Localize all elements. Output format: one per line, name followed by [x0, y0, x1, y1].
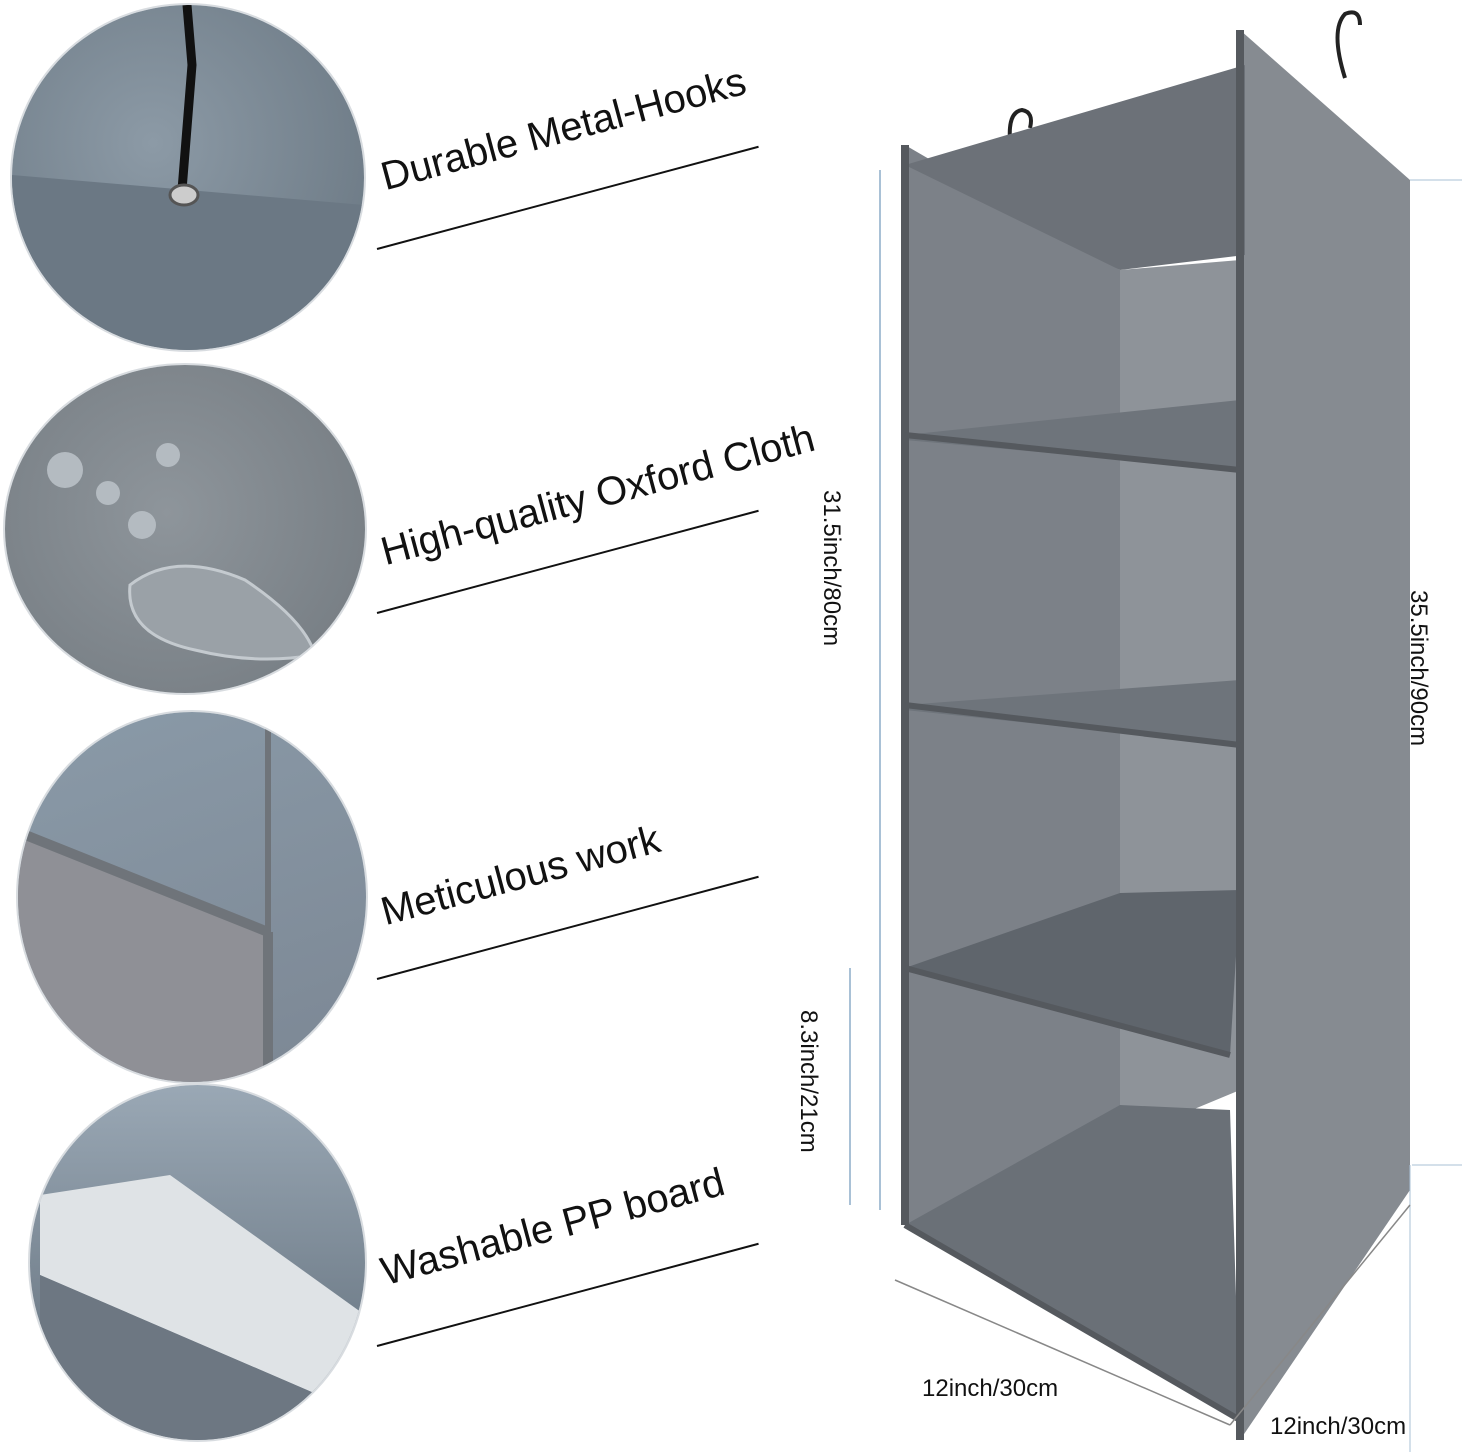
depth-label: 12inch/30cm — [1270, 1413, 1407, 1440]
feature-label: High-quality Oxford Cloth — [376, 415, 820, 575]
width-label: 12inch/30cm — [922, 1375, 1059, 1402]
pp-board-closeup — [30, 1085, 365, 1440]
total-height-label: 35.5inch/90cm — [1405, 590, 1432, 747]
metal-hook-closeup — [12, 5, 364, 350]
pp-board-icon — [40, 1175, 365, 1440]
feature-label: Washable PP board — [376, 1160, 730, 1295]
stitching-closeup — [18, 712, 366, 1082]
feature-label: Meticulous work — [376, 817, 665, 935]
hook-icon — [1335, 10, 1362, 79]
oxford-cloth-closeup — [5, 365, 365, 693]
inner-height-label: 31.5inch/80cm — [818, 490, 845, 647]
feature-label: Durable Metal-Hooks — [376, 59, 751, 200]
metal-hook-icon — [12, 5, 364, 350]
water-droplets-icon — [47, 443, 317, 661]
shelf-height-label: 8.3inch/21cm — [795, 1010, 822, 1153]
hook-icon — [1007, 107, 1033, 141]
stitched-seam-icon — [18, 712, 273, 1082]
